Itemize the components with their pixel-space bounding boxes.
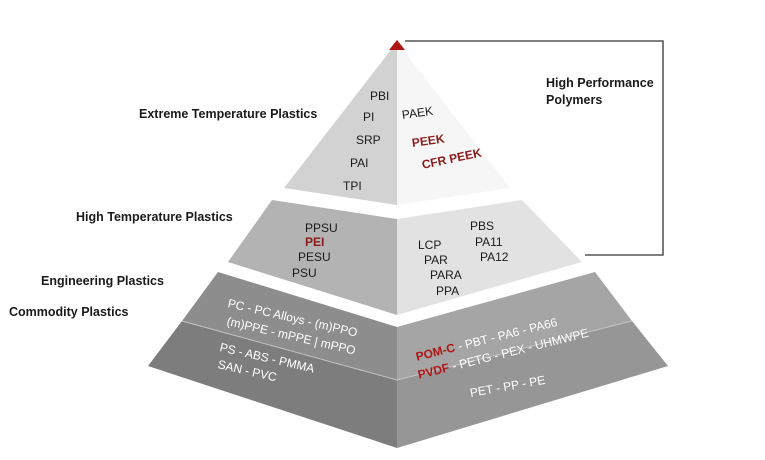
- commodity-plastics-label: Commodity Plastics: [9, 305, 129, 319]
- extreme-temperature-label: Extreme Temperature Plastics: [139, 107, 318, 121]
- material-pesu: PESU: [298, 250, 331, 264]
- engineering-tier-right-face: [397, 272, 632, 380]
- material-pi: PI: [363, 110, 375, 124]
- high-performance-label-line2: Polymers: [546, 93, 603, 107]
- high-temp-tier-right-face: [397, 200, 582, 315]
- engineering-tier-left-face: [182, 272, 397, 380]
- material-pai: PAI: [350, 156, 369, 170]
- material-para: PARA: [430, 268, 462, 282]
- engineering-plastics-label: Engineering Plastics: [41, 274, 164, 288]
- extreme-tier-left-face: [284, 42, 397, 205]
- material-ppsu: PPSU: [305, 221, 338, 235]
- material-pbs: PBS: [470, 219, 495, 233]
- material-pei: PEI: [305, 235, 325, 249]
- material-ppa: PPA: [436, 284, 460, 298]
- material-pbi: PBI: [370, 89, 390, 103]
- high-performance-label-line1: High Performance: [546, 76, 654, 90]
- material-pa12: PA12: [480, 250, 509, 264]
- commodity-tier-right-face: [397, 321, 668, 448]
- extreme-tier-right-face: [397, 42, 510, 205]
- high-performance-bracket: [405, 40, 664, 256]
- commodity-tier-left-face: [148, 321, 397, 448]
- pyramid-tip: [389, 40, 405, 50]
- material-par: PAR: [424, 253, 448, 267]
- material-tpi: TPI: [343, 179, 362, 193]
- high-temperature-label: High Temperature Plastics: [76, 210, 233, 224]
- high-temp-tier-left-face: [228, 200, 397, 315]
- material-srp: SRP: [356, 133, 381, 147]
- tier-divider: [181, 320, 633, 381]
- material-lcp: LCP: [418, 238, 442, 252]
- material-psu: PSU: [292, 266, 317, 280]
- material-pa11: PA11: [475, 235, 503, 249]
